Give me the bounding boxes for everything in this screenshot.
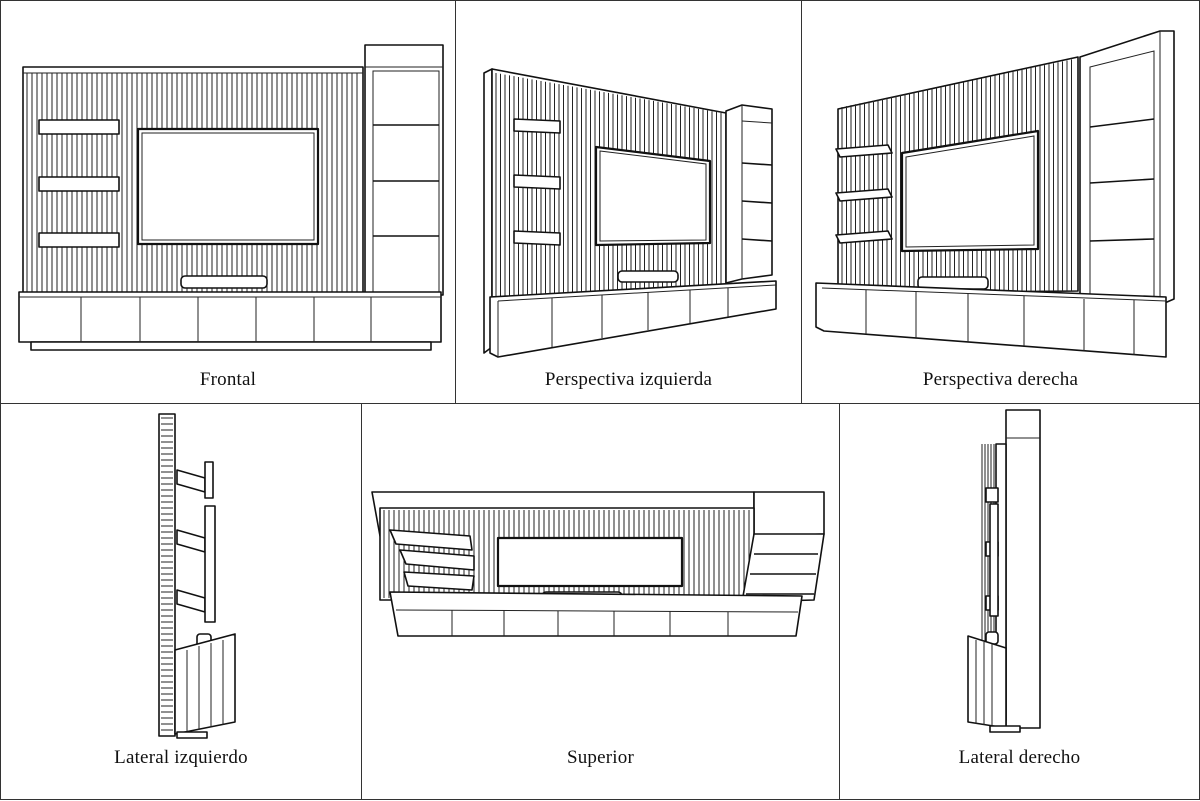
frontal-tv-screen (136, 127, 320, 246)
sup-base-cabinet (389, 591, 803, 637)
li-shelves (176, 461, 214, 613)
pd-base-cabinet (815, 282, 1167, 358)
pi-bookcase (725, 104, 773, 284)
pd-bookcase (1079, 30, 1175, 306)
superior-drawing (371, 491, 825, 637)
pi-floating-shelves (513, 118, 561, 246)
view-frontal-panel: Frontal (0, 0, 456, 404)
frontal-base-cabinet (18, 291, 442, 351)
frontal-floating-shelves (38, 119, 120, 248)
view-superior-panel: Superior (361, 403, 840, 800)
perspectiva-derecha-drawing (815, 30, 1175, 358)
pd-tv-screen (900, 129, 1040, 253)
view-lateral-derecho-panel: Lateral derecho (839, 403, 1200, 800)
lateral-izquierdo-drawing (158, 413, 236, 739)
view-perspectiva-derecha-panel: Perspectiva derecha (801, 0, 1200, 404)
pi-soundbar (617, 270, 679, 283)
li-base-cabinet (174, 633, 236, 739)
sup-tv-screen (496, 536, 684, 588)
frontal-soundbar (180, 275, 268, 289)
frontal-bookcase (364, 44, 444, 296)
caption-lateral-izquierdo: Lateral izquierdo (114, 747, 248, 768)
caption-lateral-derecho: Lateral derecho (958, 747, 1081, 768)
li-slatted-wall (158, 413, 176, 737)
sup-bookcase (741, 533, 825, 603)
frontal-drawing (18, 44, 444, 351)
lateral-derecho-drawing (967, 409, 1041, 733)
ld-tv-screen (989, 503, 999, 617)
view-lateral-izquierdo-panel: Lateral izquierdo (0, 403, 362, 800)
ld-bookcase (995, 409, 1041, 729)
caption-superior: Superior (566, 747, 635, 768)
caption-frontal: Frontal (199, 369, 257, 390)
caption-perspectiva-derecha: Perspectiva derecha (922, 369, 1079, 390)
sup-shelves (389, 529, 475, 591)
ld-base-cabinet (967, 635, 1021, 733)
pi-base-cabinet (489, 280, 777, 358)
pi-tv-screen (594, 145, 712, 247)
perspectiva-izquierda-drawing (483, 68, 777, 358)
pd-floating-shelves (835, 144, 893, 244)
li-tv-screen (204, 505, 216, 623)
caption-perspectiva-izquierda: Perspectiva izquierda (544, 369, 713, 390)
view-perspectiva-izquierda-panel: Perspectiva izquierda (455, 0, 802, 404)
